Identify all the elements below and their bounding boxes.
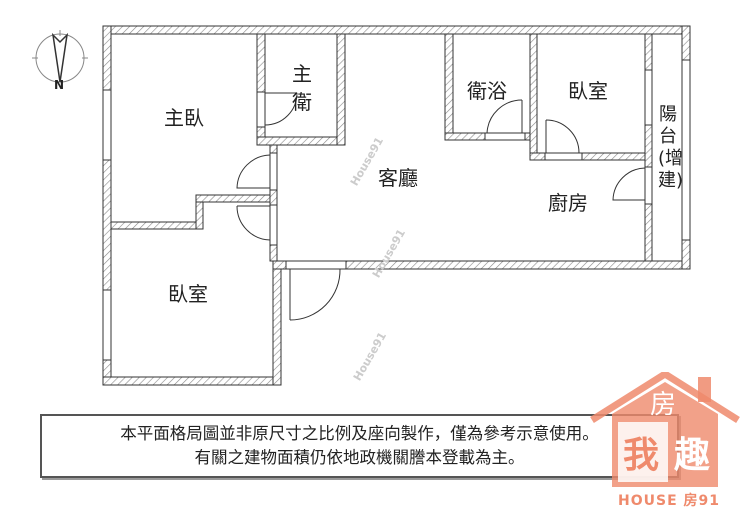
room-master-bath-1: 主 xyxy=(292,62,312,86)
logo-top-char: 房 xyxy=(650,390,677,420)
balcony-1: 陽 xyxy=(659,104,677,125)
disclaimer-note: 本平面格局圖並非原尺寸之比例及座向製作，僅為參考示意使用。 有關之建物面積仍依地… xyxy=(40,414,679,478)
note-line-1: 本平面格局圖並非原尺寸之比例及座向製作，僅為參考示意使用。 xyxy=(120,424,599,443)
logo-brand-text: HOUSE 房91 xyxy=(618,493,720,509)
doors xyxy=(236,91,653,321)
balcony-2: 台 xyxy=(659,126,677,147)
compass-icon xyxy=(32,30,88,83)
room-bathroom: 衛浴 xyxy=(467,79,507,103)
logo-left-char: 我 xyxy=(623,435,660,476)
compass-north-label: N xyxy=(54,78,65,92)
room-bedroom-1: 臥室 xyxy=(568,79,608,103)
balcony-3: (增 xyxy=(658,148,684,169)
room-bedroom-2: 臥室 xyxy=(168,282,208,306)
note-line-2: 有關之建物面積仍依地政機關謄本登載為主。 xyxy=(194,448,525,467)
house-logo-icon xyxy=(590,372,740,487)
house91-logo: 房 我 趣 HOUSE 房91 xyxy=(590,372,740,512)
room-master-bath: 主衛 xyxy=(292,60,312,116)
room-living-room: 客廳 xyxy=(378,166,418,190)
logo-right-char: 趣 xyxy=(674,435,711,476)
balcony-4: 建) xyxy=(658,170,684,191)
room-master-bedroom: 主臥 xyxy=(164,106,204,130)
room-master-bath-2: 衛 xyxy=(292,90,312,114)
windows xyxy=(102,59,691,361)
room-kitchen: 廚房 xyxy=(548,191,588,215)
room-balcony: 陽台(增建) xyxy=(658,104,683,192)
